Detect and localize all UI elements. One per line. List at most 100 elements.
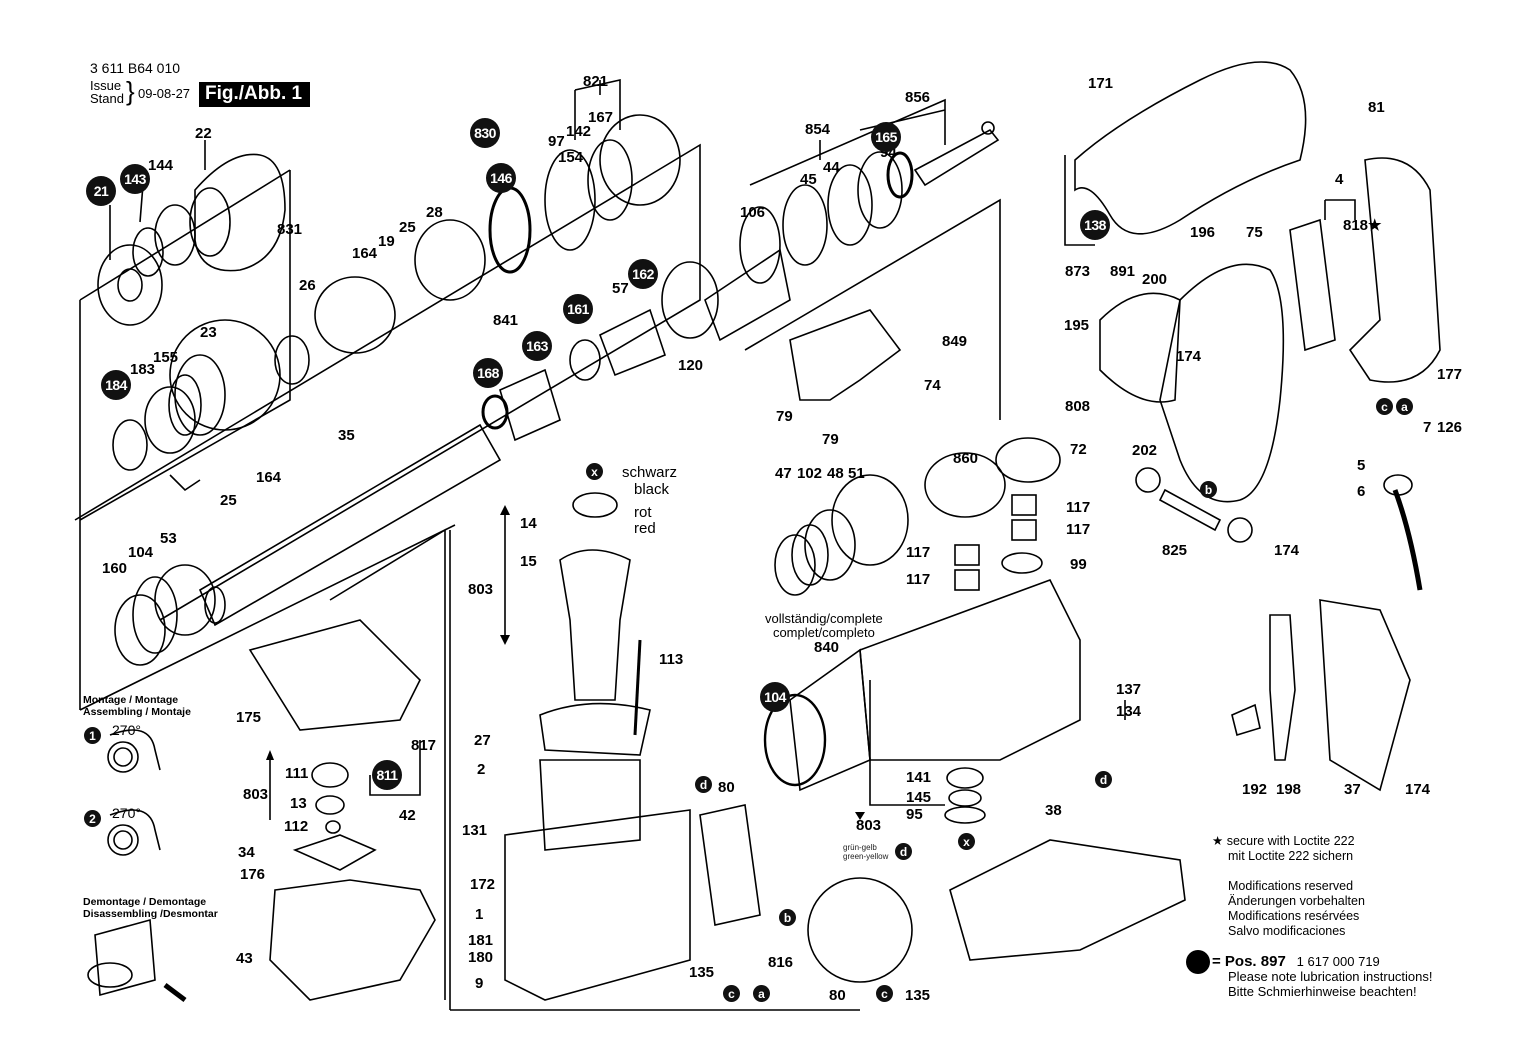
part-6-cable: [1392, 489, 1423, 591]
part-label: 25: [220, 492, 237, 509]
section-frame-spindle: [79, 520, 456, 711]
part-label: 47: [775, 465, 792, 482]
part-label: 183: [130, 361, 156, 378]
part-165-oring: [886, 151, 914, 199]
part-label: 841: [493, 312, 519, 329]
part-53: [154, 564, 216, 636]
part-38-tray: [949, 839, 1186, 961]
loctite-text-de: mit Loctite 222 sichern: [1228, 849, 1354, 863]
part-141: [946, 767, 984, 789]
part-856-conrod: [913, 128, 1000, 187]
angle-label-2: 270°: [112, 805, 141, 821]
connector-marker-d: d: [895, 843, 912, 860]
part-57-piston: [598, 308, 666, 377]
connector-marker-c: c: [1376, 398, 1393, 415]
part-23-tube: [169, 319, 281, 431]
part-117-bearing-2: [1011, 519, 1037, 541]
part-label: 126: [1437, 419, 1463, 436]
part-label: 79: [822, 431, 839, 448]
wire-black: black: [634, 481, 670, 498]
part-label: 6: [1357, 483, 1366, 500]
part-label: 175: [236, 709, 262, 726]
lubrication-badge: 184: [101, 370, 131, 400]
part-849-bracket: [789, 309, 902, 401]
part-number: 3 611 B64 010: [90, 60, 181, 76]
part-label: 72: [1070, 441, 1087, 458]
part-label: 171: [1088, 75, 1114, 92]
part-label: 117: [1066, 499, 1091, 516]
stand-text: Stand: [90, 91, 124, 106]
part-48: [804, 509, 856, 581]
part-1-motor-housing: [504, 809, 691, 1001]
part-label: 135: [689, 964, 715, 981]
part-47-nut: [774, 534, 816, 596]
part-2-field: [539, 759, 641, 851]
lubrication-badge: 163: [522, 331, 552, 361]
issue-text: Issue: [90, 78, 122, 93]
part-26: [274, 335, 310, 385]
figure-title: Fig./Abb. 1: [199, 82, 311, 107]
part-label: 134: [1116, 703, 1142, 720]
section-frame-motor: [329, 528, 446, 1000]
connector-marker-x: x: [958, 833, 975, 850]
connector-marker-a: a: [753, 985, 770, 1002]
part-label: 891: [1110, 263, 1136, 280]
part-label: 856: [905, 89, 931, 106]
part-117-bearing-3: [954, 544, 980, 566]
part-label: 195: [1064, 317, 1090, 334]
loctite-note: ★ secure with Loctite 222 mit Loctite 22…: [1212, 834, 1355, 864]
part-34-plate: [292, 834, 377, 871]
lube-pos: = Pos. 897: [1212, 953, 1286, 970]
part-143-ring: [132, 227, 164, 277]
part-label: 840: [814, 639, 840, 656]
part-854-cylinder: [704, 248, 791, 342]
part-label: 80: [829, 987, 846, 1004]
part-75-handle-housing: [1159, 263, 1285, 503]
part-label: 160: [102, 560, 128, 577]
part-label: 34: [238, 844, 255, 861]
part-35-spindle: [198, 423, 502, 627]
part-label: 81: [1368, 99, 1385, 116]
part-44-spring: [827, 164, 873, 246]
part-label: 117: [906, 571, 931, 588]
part-117-bearing-4: [954, 569, 980, 591]
part-label: 117: [1066, 521, 1091, 538]
part-label: 155: [153, 349, 179, 366]
lubrication-badge: 811: [372, 760, 402, 790]
wire-green-yellow: green-yellow: [843, 852, 889, 861]
part-42-brush-plate: [248, 619, 421, 731]
part-label: 818★: [1343, 217, 1382, 234]
part-label: 167: [588, 109, 614, 126]
part-831-assembly: [314, 276, 396, 354]
demontage-title: Demontage / Demontage Disassembling /Des…: [83, 896, 218, 920]
part-label: 164: [256, 469, 282, 486]
part-label: 42: [399, 807, 416, 824]
part-21-chuck-cap: [97, 244, 163, 326]
part-label: 38: [1045, 802, 1062, 819]
part-label: 176: [240, 866, 266, 883]
part-label: 43: [236, 950, 253, 967]
part-112: [325, 820, 341, 834]
montage-title: Montage / Montage Assembling / Montaje: [83, 694, 191, 718]
part-label: 19: [378, 233, 395, 250]
connector-marker-d: d: [695, 776, 712, 793]
part-label: 144: [148, 157, 174, 174]
connector-marker-b: b: [779, 909, 796, 926]
part-label: 137: [1116, 681, 1142, 698]
part-111: [311, 762, 349, 788]
part-label: 22: [195, 125, 212, 142]
part-label: 111: [285, 765, 309, 782]
loctite-line1: ★ secure with Loctite 222: [1212, 834, 1355, 849]
part-label: 5: [1357, 457, 1366, 474]
lubrication-badge: 143: [120, 164, 150, 194]
lubrication-badge: 104: [760, 682, 790, 712]
part-label: 15: [520, 553, 537, 570]
connector-marker-d: d: [1095, 771, 1112, 788]
part-27-baffle: [539, 702, 651, 756]
mod-en: Modifications reserved: [1228, 879, 1354, 893]
part-192-spring: [1231, 703, 1261, 737]
connector-marker-a: a: [1396, 398, 1413, 415]
part-label: 825: [1162, 542, 1188, 559]
part-155: [168, 374, 202, 436]
